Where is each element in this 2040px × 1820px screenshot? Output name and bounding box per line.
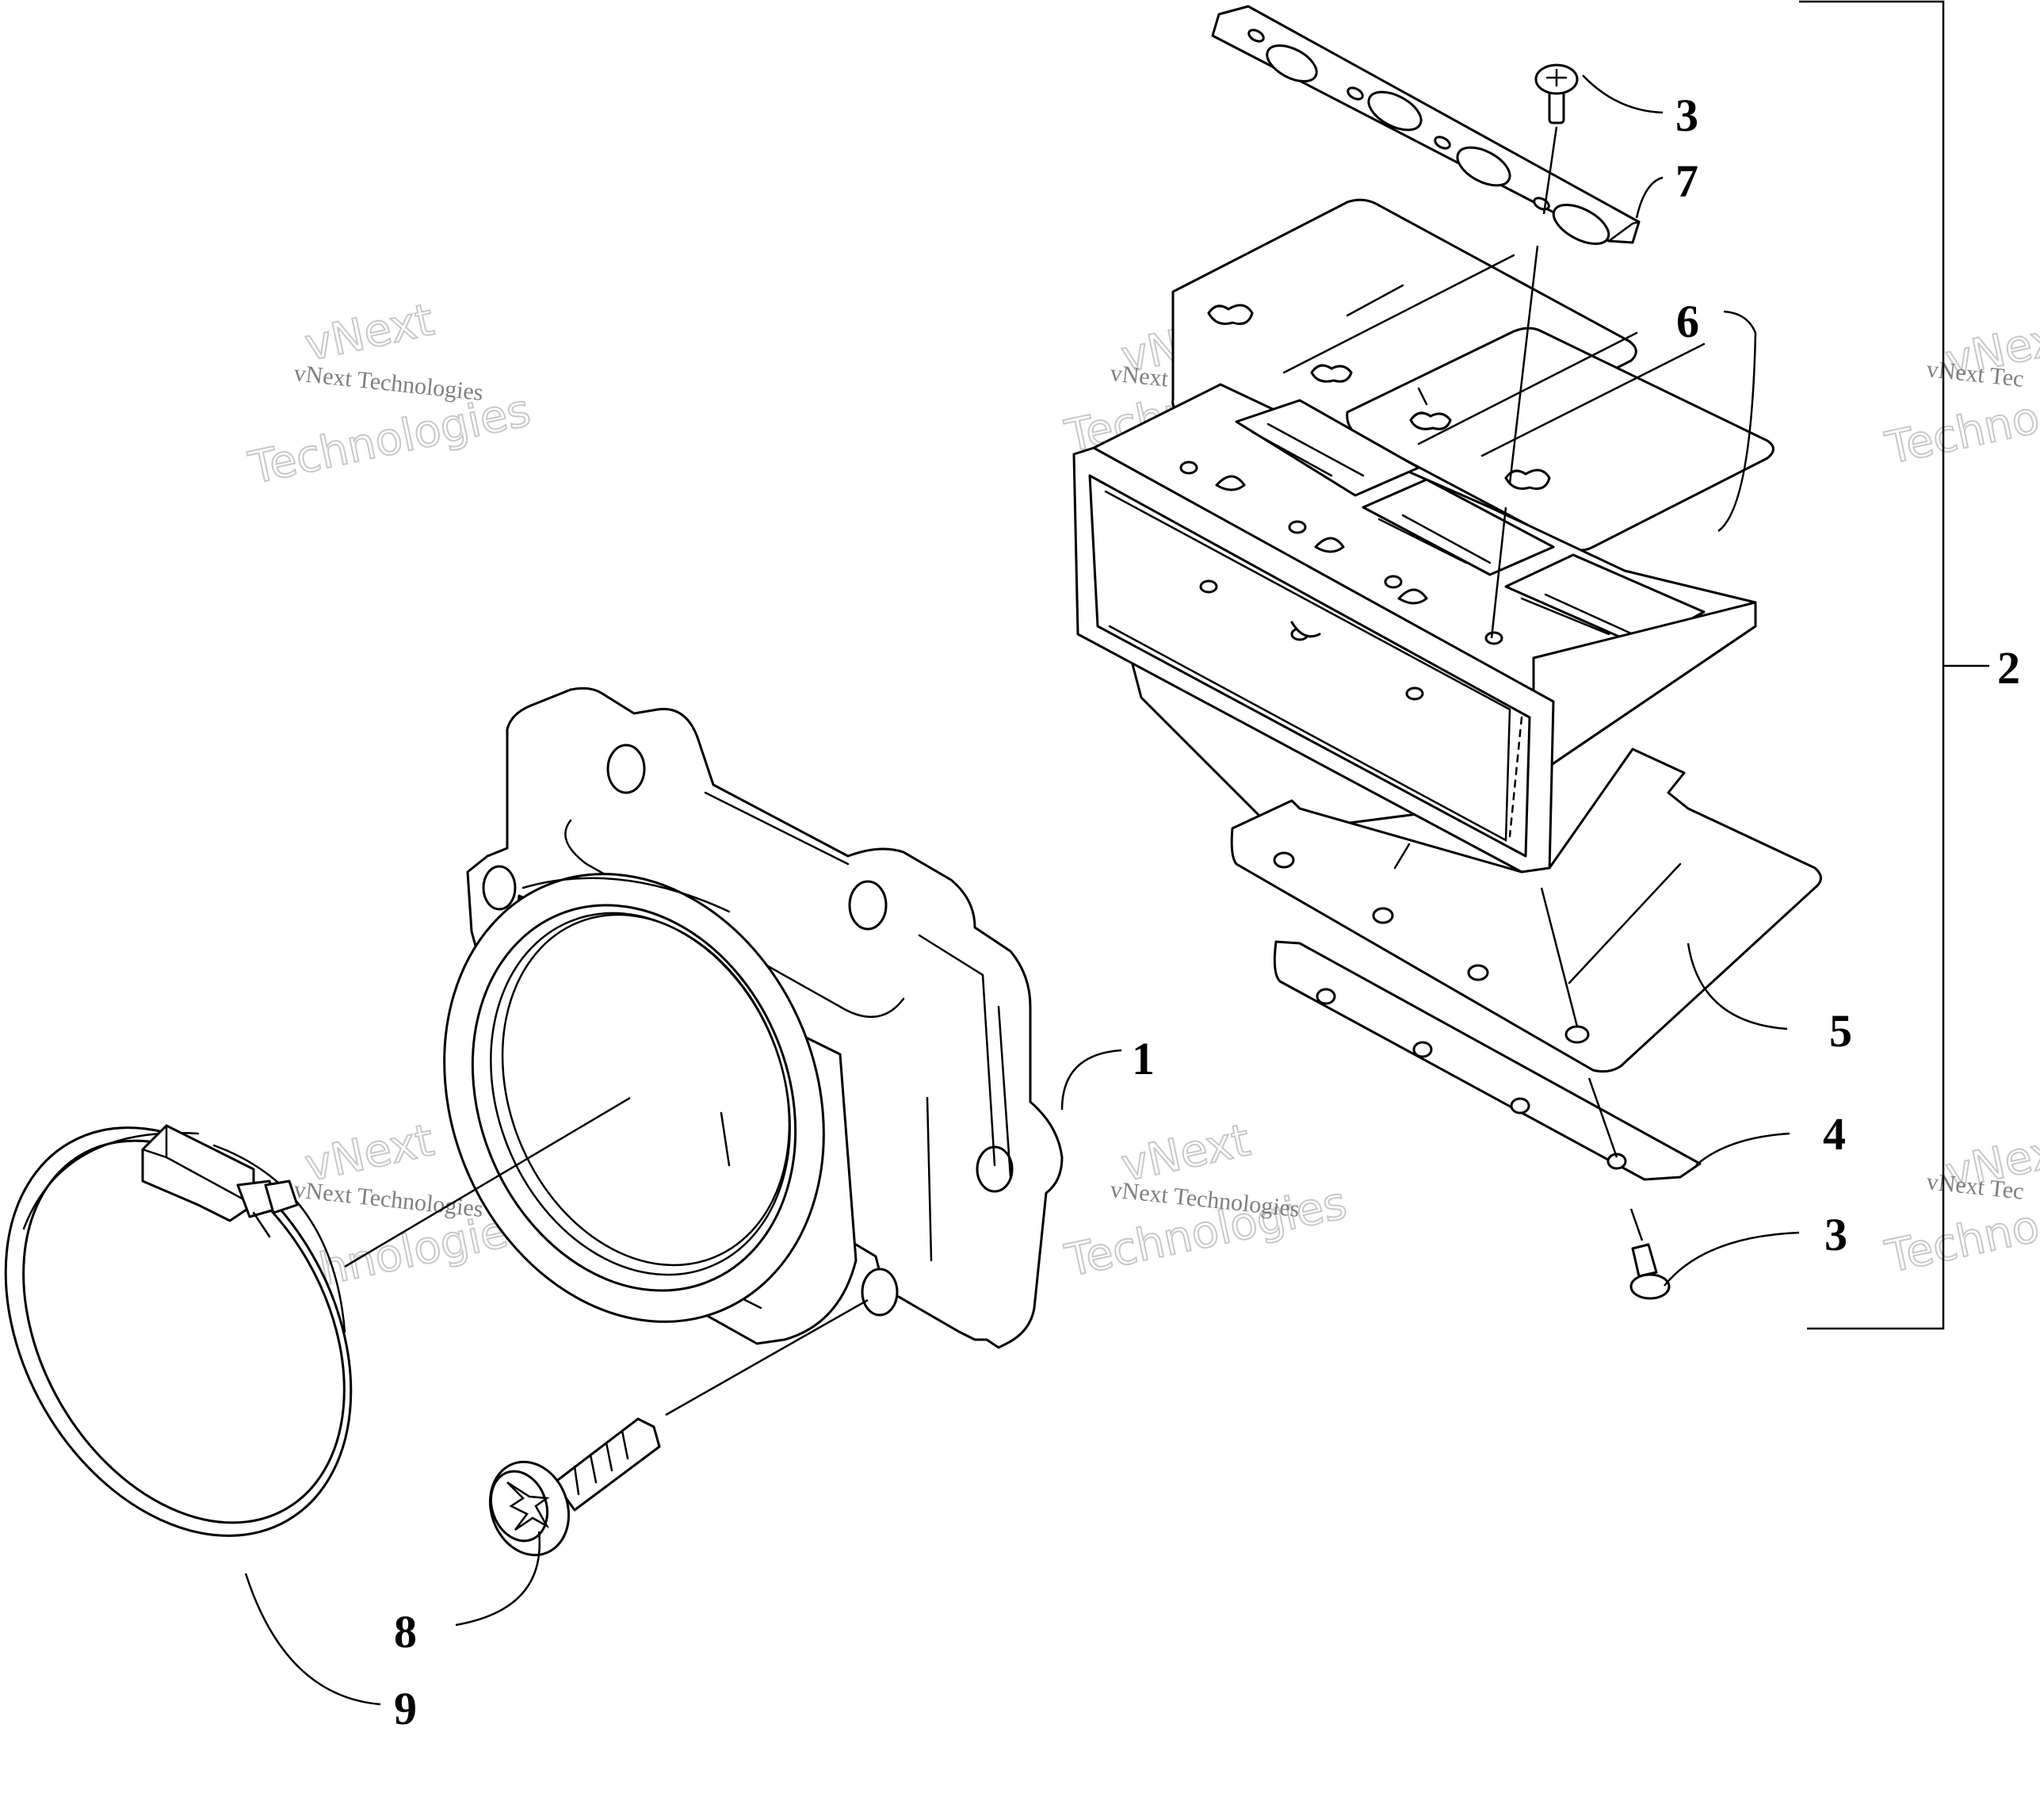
watermark-right-edge: Techno vNext vNext Tec Techno vNext vNex… <box>1880 309 2040 1284</box>
callout-8: 8 <box>394 1606 417 1658</box>
callout-7: 7 <box>1675 155 1698 207</box>
callout-labels: 1 2 3 3 4 5 6 7 8 9 <box>394 90 2020 1734</box>
watermark-text: Techno <box>1881 1201 2040 1283</box>
part-3-top-screw <box>1534 63 1579 124</box>
part-7-top-plate <box>1211 5 1641 245</box>
leader-lines <box>244 75 1800 1706</box>
callout-5: 5 <box>1829 1005 1852 1057</box>
watermark-text: vNext Technologies <box>292 1176 484 1222</box>
callout-3-top: 3 <box>1675 90 1698 141</box>
watermark-top-left: Technologies vNext vNext Technologies <box>243 293 535 495</box>
assembly-bracket <box>1799 0 1989 1330</box>
watermark-text: Technologies <box>244 384 534 495</box>
callout-6: 6 <box>1676 296 1699 347</box>
callout-9: 9 <box>394 1683 417 1734</box>
part-9-hose-clamp <box>4 1124 353 1537</box>
watermark-text: vNext <box>300 294 438 372</box>
watermark-mid-center: Technologies vNext vNext Technologies <box>1060 1114 1351 1288</box>
explode-lines <box>344 126 1644 1417</box>
callout-2: 2 <box>1997 642 2020 694</box>
part-8-flange-bolt <box>488 1417 661 1557</box>
part-4-bottom-plate <box>1273 940 1702 1181</box>
part-5-bottom-reed <box>1230 748 1822 1073</box>
reed-cage-body <box>1072 383 1757 874</box>
part-1-flange-adapter <box>443 686 1064 1349</box>
watermark-text: Techno <box>1881 392 2040 475</box>
callout-3-bottom: 3 <box>1824 1209 1847 1260</box>
part-3-bottom-screw <box>1629 1243 1671 1300</box>
watermark-text: vNext Technologies <box>292 360 484 406</box>
callout-4: 4 <box>1823 1108 1846 1160</box>
callout-1: 1 <box>1132 1033 1155 1084</box>
